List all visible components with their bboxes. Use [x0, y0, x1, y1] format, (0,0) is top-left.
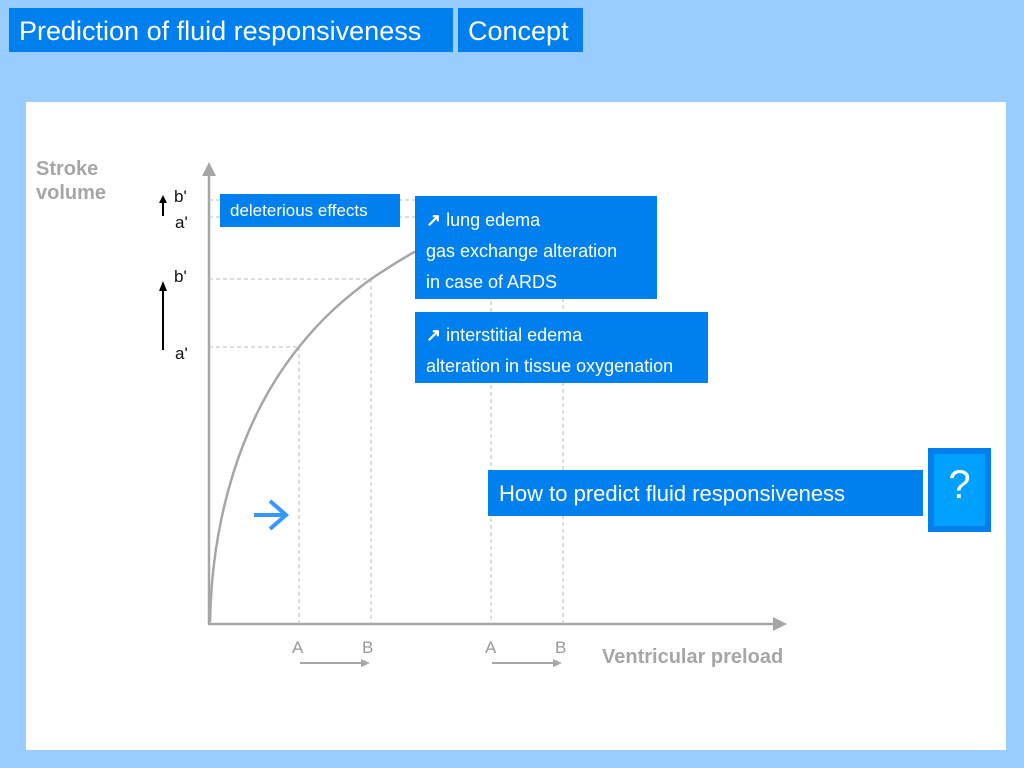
lower-b-prime-label: b'	[174, 267, 187, 286]
x-tick-B-left: B	[362, 638, 374, 657]
frank-starling-curve	[208, 248, 419, 623]
x-tick-A-right: A	[485, 638, 497, 657]
up-right-arrow-icon: ↗	[426, 325, 442, 345]
up-right-arrow-icon: ↗	[426, 210, 442, 230]
small-up-arrow-head	[159, 195, 167, 203]
question-box: How to predict fluid responsiveness	[488, 470, 923, 516]
section-label: Concept	[458, 8, 583, 52]
lower-a-prime-label: a'	[175, 344, 188, 363]
right-arrow-icon	[254, 499, 290, 531]
y-axis-label: Stroke volume	[36, 158, 107, 204]
upper-b-prime-label: b'	[174, 187, 187, 206]
deleterious-effects-box: deleterious effects	[220, 194, 400, 227]
x-tick-A-left: A	[292, 638, 304, 657]
x-axis-arrowhead	[773, 617, 787, 631]
preload-arrowhead-right	[553, 659, 562, 667]
question-mark-box: ?	[928, 448, 991, 532]
slide-title: Prediction of fluid responsiveness	[9, 8, 453, 52]
x-axis-label: Ventricular preload	[602, 646, 784, 668]
lung-edema-box: ↗ lung edema gas exchange alteration in …	[415, 196, 657, 299]
upper-a-prime-label: a'	[175, 213, 188, 232]
preload-arrowhead-left	[361, 659, 370, 667]
large-up-arrow-head	[159, 281, 167, 291]
interstitial-edema-box: ↗ interstitial edema alteration in tissu…	[415, 312, 708, 383]
y-axis-arrowhead	[202, 162, 216, 176]
x-tick-B-right: B	[555, 638, 567, 657]
